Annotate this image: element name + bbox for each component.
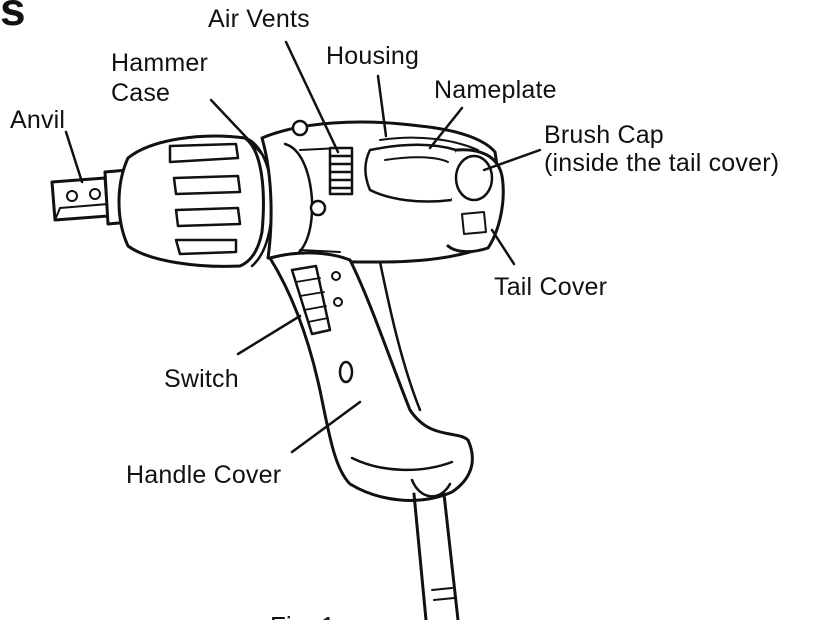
- label-anvil: Anvil: [10, 107, 65, 133]
- label-tail-cover: Tail Cover: [494, 274, 607, 300]
- label-housing: Housing: [326, 43, 419, 69]
- label-hammer: Hammer: [111, 50, 208, 76]
- figure-caption: Fig. 1: [270, 606, 390, 620]
- nameplate-part: [366, 145, 460, 202]
- label-handle-cover: Handle Cover: [126, 462, 281, 488]
- handle-part: [270, 253, 472, 501]
- air-vents-part: [330, 148, 352, 194]
- label-brush-cap-note: (inside the tail cover): [544, 150, 779, 176]
- label-case: Case: [111, 80, 170, 106]
- cropped-header-fragment: s: [0, 0, 24, 40]
- label-nameplate: Nameplate: [434, 77, 557, 103]
- brush-cap-part: [456, 156, 492, 200]
- label-switch: Switch: [164, 366, 239, 392]
- hammer-case-part: [119, 136, 272, 266]
- label-brush-cap: Brush Cap: [544, 122, 664, 148]
- label-air-vents: Air Vents: [208, 6, 310, 32]
